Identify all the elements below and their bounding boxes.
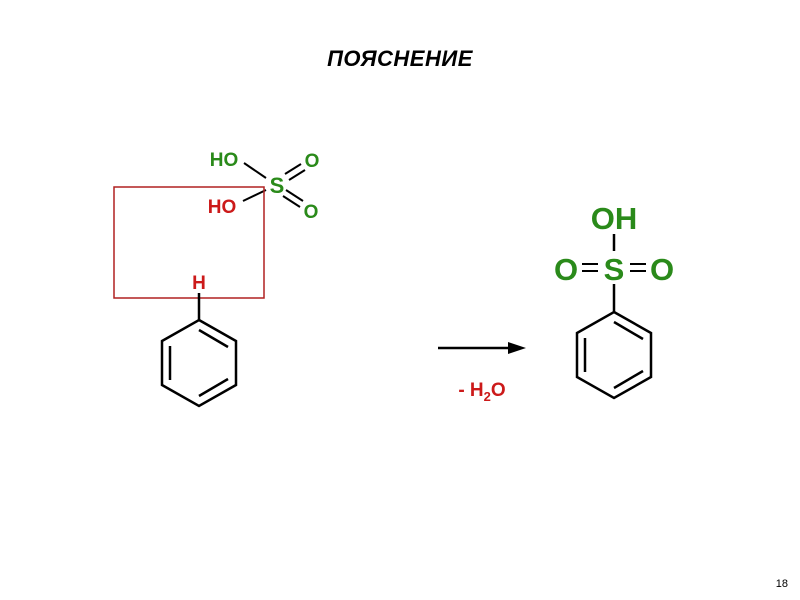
product-sulfur-label: S (604, 252, 625, 287)
hydrogen-label: H (192, 273, 206, 294)
benzene-ring (160, 318, 238, 408)
benzene-reactant: H (160, 273, 238, 408)
double-bond-s-o-top-b (288, 169, 306, 181)
oxygen-top-label: O (305, 151, 320, 172)
ho-top-label: HO (210, 150, 239, 171)
ring-inner-bond-1 (198, 328, 229, 349)
product-oxygen-right-label: O (650, 252, 674, 287)
arrow-head (508, 342, 526, 354)
byproduct-subscript: 2 (484, 389, 491, 404)
product-oh-label: OH (591, 201, 638, 236)
ho-bottom-label: HO (208, 197, 237, 218)
benzenesulfonic-acid: OH O S O (554, 201, 674, 400)
page-number: 18 (775, 578, 788, 590)
double-bond-s-o-bottom-a (285, 189, 304, 202)
product-ring-inner-bond-2 (613, 369, 644, 390)
product-ring-inner-bond-1 (613, 320, 644, 341)
double-bond-s-o-bottom-b (282, 195, 301, 208)
ring-inner-bond-2 (198, 377, 229, 398)
oxygen-bottom-label: O (304, 202, 319, 223)
byproduct-prefix: - H (458, 380, 483, 401)
slide-title: ПОЯСНЕНИЕ (327, 46, 473, 71)
reaction-arrow (438, 342, 526, 354)
product-benzene-ring (575, 310, 653, 400)
byproduct-suffix: O (491, 380, 506, 401)
highlight-box (113, 186, 265, 299)
bond-ho-s-bottom (242, 189, 267, 202)
bond-ho-s-top (243, 162, 267, 179)
byproduct-label: - H2O (458, 380, 505, 404)
sulfur-label: S (270, 173, 285, 198)
double-bond-s-o-top-a (284, 163, 302, 175)
sulfuric-acid: HO HO S O O (208, 150, 320, 223)
product-oxygen-left-label: O (554, 252, 578, 287)
